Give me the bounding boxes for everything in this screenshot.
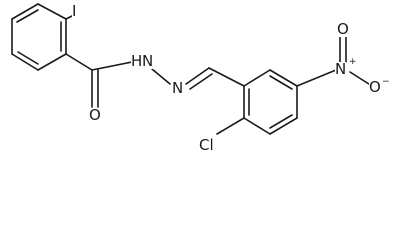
bond (16, 9, 39, 23)
nitro-oxygen-charge: − (382, 77, 390, 87)
carbonyl-oxygen: O (89, 106, 101, 124)
bond (296, 69, 337, 87)
chlorine-atom: Cl (199, 136, 214, 154)
bond (189, 73, 213, 90)
iodine-atom: I (72, 2, 77, 20)
nitro-oxygen-right: O (369, 78, 381, 96)
bond (269, 117, 298, 135)
bond (65, 53, 93, 71)
hydrazide-nitrogen: N (142, 52, 154, 70)
bond (185, 67, 210, 85)
bond (216, 117, 245, 135)
bond-diagram (11, 3, 373, 135)
bond (11, 53, 39, 71)
bond (151, 68, 171, 85)
molecule-structure: I H N N O Cl N + O O − (11, 2, 390, 154)
bond (349, 71, 373, 87)
imine-nitrogen: N (172, 79, 184, 97)
bond (208, 67, 245, 87)
bond (91, 61, 133, 71)
bond (269, 75, 293, 90)
nitro-nitrogen: N (335, 60, 347, 78)
bond (17, 51, 39, 65)
bond (11, 3, 39, 20)
bond (243, 117, 271, 135)
amine-hydrogen: H (131, 52, 143, 70)
bond (243, 69, 271, 87)
bond (37, 53, 67, 71)
bond (269, 114, 293, 129)
bond (37, 3, 67, 20)
bond (269, 69, 298, 87)
nitro-nitrogen-charge: + (349, 57, 357, 67)
nitro-oxygen-top: O (337, 20, 349, 38)
